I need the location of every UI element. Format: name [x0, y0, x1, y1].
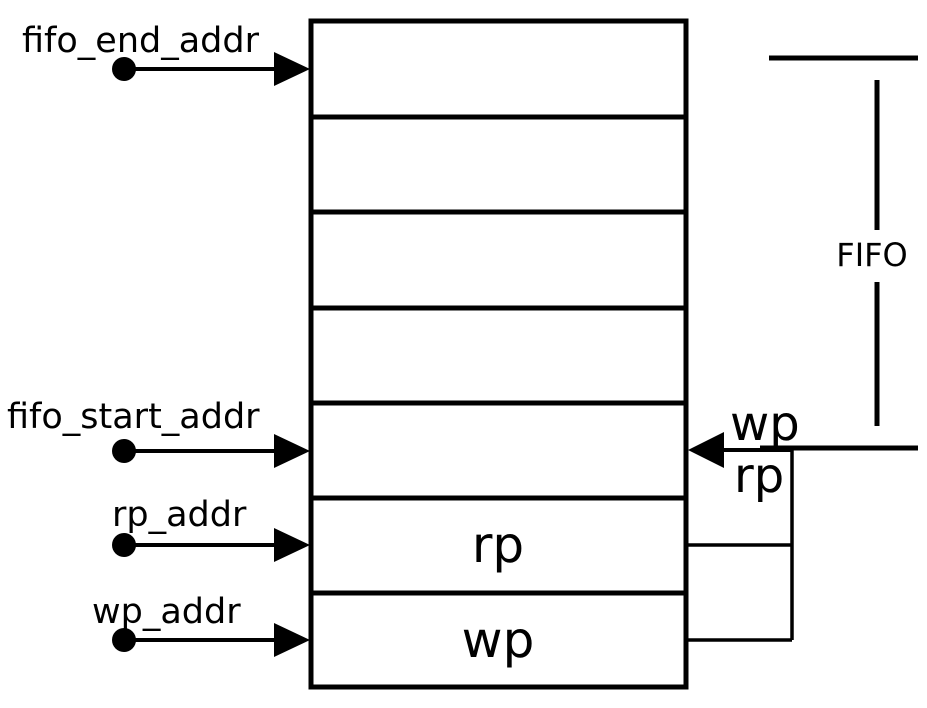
pointer-arrow-head — [688, 432, 724, 468]
arrow-head — [274, 434, 310, 468]
arrow-head — [274, 528, 310, 562]
input-label-rp-addr: rp_addr — [112, 495, 247, 535]
pointer-label-rp: rp — [734, 448, 784, 504]
cell-label-rp: rp — [472, 516, 524, 574]
pointer-label-wp: wp — [730, 396, 800, 452]
memory-block — [308, 18, 689, 690]
arrow-head — [274, 52, 310, 86]
cell-label-wp: wp — [462, 611, 535, 669]
arrow-head — [274, 623, 310, 657]
input-label-fifo-end-addr: fifo_end_addr — [22, 21, 260, 61]
fifo-region-label: FIFO — [836, 236, 907, 274]
input-label-wp-addr: wp_addr — [92, 592, 241, 632]
input-label-fifo-start-addr: fifo_start_addr — [7, 397, 260, 437]
